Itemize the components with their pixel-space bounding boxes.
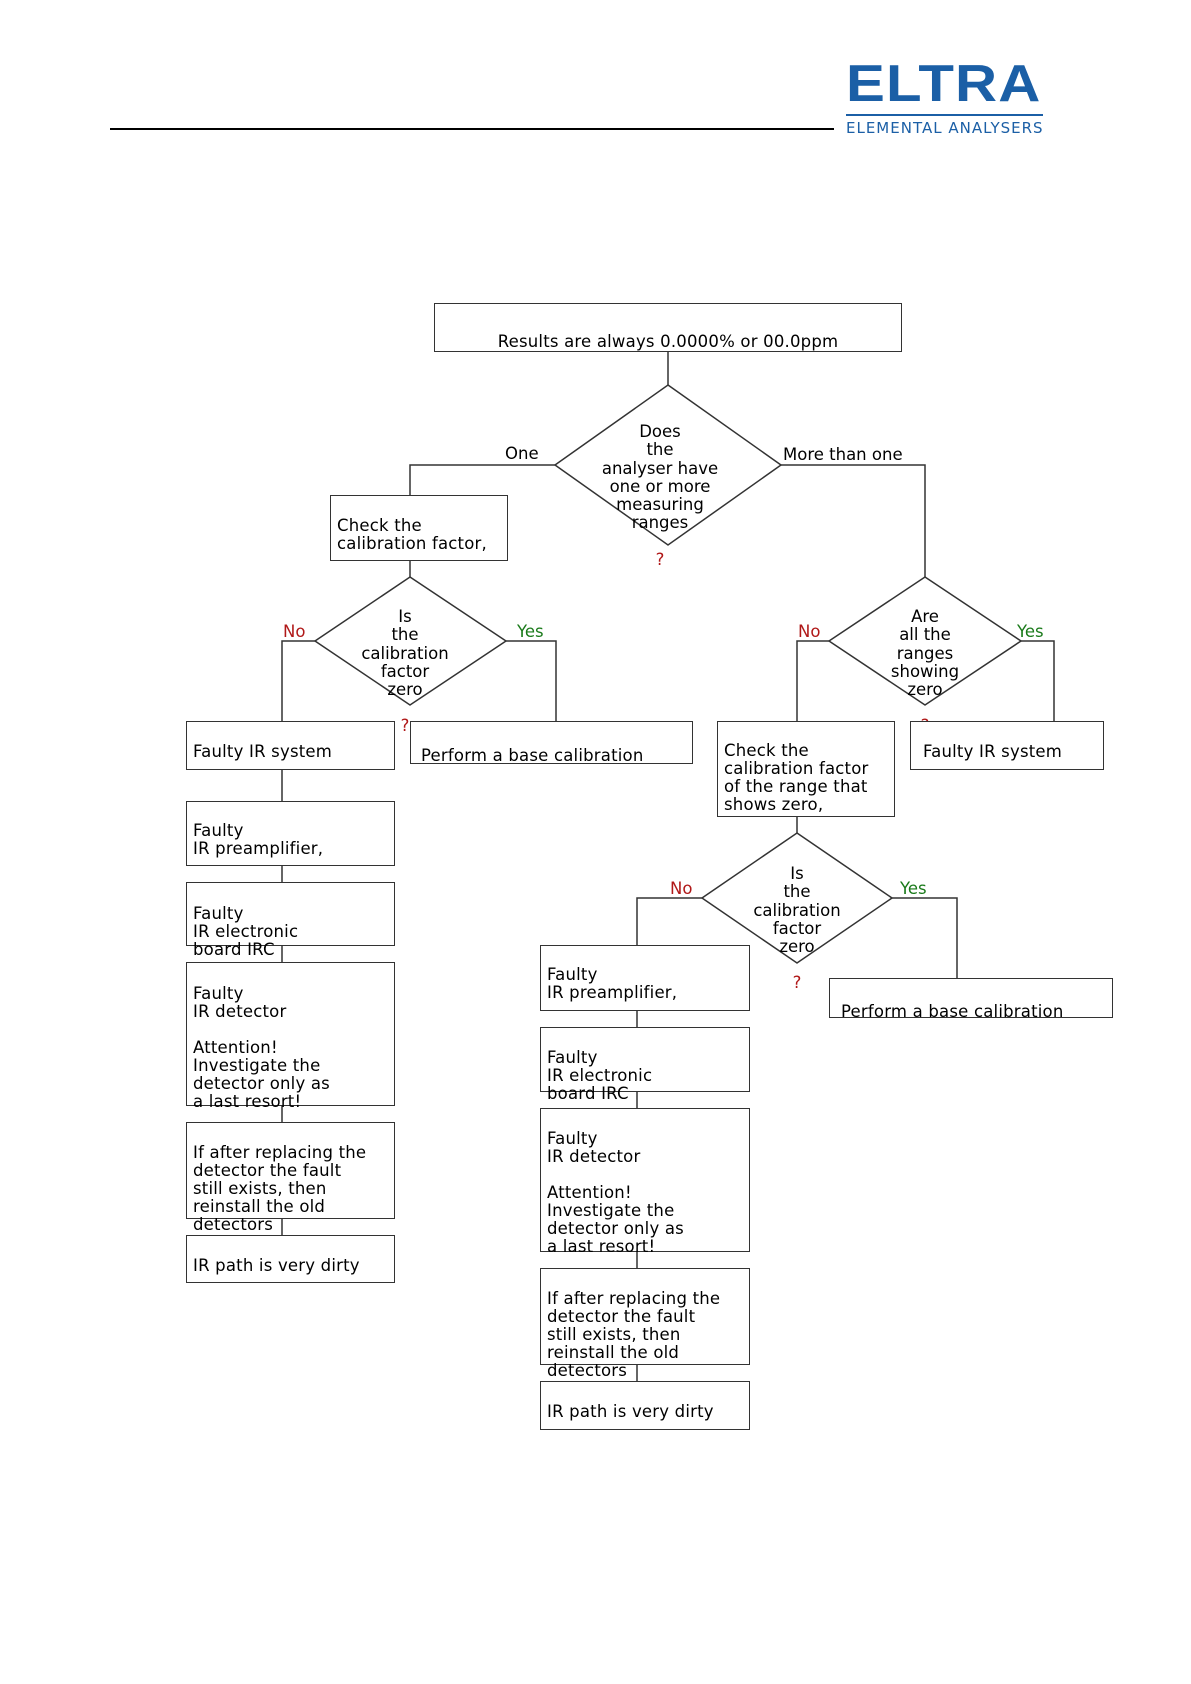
decision-left-cal-question: Is the calibration factor zero [361, 607, 449, 700]
right-step-text: If after replacing the detector the faul… [547, 1289, 721, 1380]
left-base-calibration-text: Perform a base calibration [421, 746, 644, 765]
left-step-text: Faulty IR electronic board IRC [193, 904, 299, 959]
decision-diamond-right-cal [700, 832, 894, 964]
left-step-text: Faulty IR detector Attention! Investigat… [193, 984, 330, 1111]
left-base-calibration-box: Perform a base calibration [410, 721, 693, 765]
start-text: Results are always 0.0000% or 00.0ppm [497, 332, 839, 351]
decision-all-ranges-question: Are all the ranges showing zero [890, 607, 960, 700]
left-no-label: No [283, 622, 306, 641]
check-calibration-box: Check the calibration factor, [330, 495, 508, 561]
connector [506, 640, 557, 721]
right-base-calibration-text: Perform a base calibration [841, 1002, 1064, 1021]
left-step-text: Faulty IR preamplifier, [193, 821, 324, 858]
right-step-text: Faulty IR preamplifier, [547, 965, 678, 1002]
right-no-label: No [798, 622, 821, 641]
start-box: Results are always 0.0000% or 00.0ppm [434, 303, 902, 352]
left-step-preamplifier: Faulty IR preamplifier, [186, 801, 395, 866]
question-mark: ? [655, 549, 665, 569]
decision-text-ranges: Does the analyser have one or more measu… [590, 405, 730, 569]
right-step-text: Faulty IR detector Attention! Investigat… [547, 1129, 684, 1256]
connector [892, 897, 958, 978]
question-mark: ? [792, 973, 802, 993]
right-cal-yes-label: Yes [900, 879, 927, 898]
check-range-calibration-text: Check the calibration factor of the rang… [724, 741, 869, 814]
connector [1021, 640, 1055, 721]
right-step-ir-path-dirty: IR path is very dirty [540, 1381, 750, 1430]
decision-ranges-question: Does the analyser have one or more measu… [601, 422, 719, 533]
decision-diamond-left-cal [313, 576, 508, 706]
connector [636, 897, 702, 945]
decision-diamond-ranges [553, 384, 783, 546]
left-step-faulty-ir-system: Faulty IR system [186, 721, 395, 770]
right-faulty-ir-system-box: Faulty IR system [910, 721, 1104, 770]
right-yes-label: Yes [1017, 622, 1044, 641]
check-range-calibration-box: Check the calibration factor of the rang… [717, 721, 895, 817]
right-faulty-ir-system-text: Faulty IR system [923, 742, 1063, 761]
right-step-detector: Faulty IR detector Attention! Investigat… [540, 1108, 750, 1256]
left-yes-label: Yes [517, 622, 544, 641]
logo-wordmark: ELTRA [846, 55, 1042, 113]
branch-one-label: One [505, 444, 539, 463]
decision-text-right-cal: Is the calibration factor zero ? [742, 847, 852, 993]
right-step-preamplifier: Faulty IR preamplifier, [540, 945, 750, 1011]
connector [781, 464, 926, 577]
decision-right-cal-question: Is the calibration factor zero [753, 864, 841, 957]
connector [409, 464, 555, 495]
decision-diamond-all-ranges [827, 576, 1023, 706]
left-step-reinstall: If after replacing the detector the faul… [186, 1122, 395, 1234]
connector [281, 640, 315, 721]
left-step-text: Faulty IR system [193, 742, 333, 761]
left-step-ir-path-dirty: IR path is very dirty [186, 1235, 395, 1283]
right-step-text: Faulty IR electronic board IRC [547, 1048, 653, 1103]
left-step-electronic-board: Faulty IR electronic board IRC [186, 882, 395, 959]
right-step-reinstall: If after replacing the detector the faul… [540, 1268, 750, 1380]
check-calibration-text: Check the calibration factor, [337, 516, 487, 553]
header-rule [110, 128, 834, 130]
connector [796, 640, 829, 721]
right-step-electronic-board: Faulty IR electronic board IRC [540, 1027, 750, 1103]
logo-underline [846, 114, 1043, 116]
left-step-text: IR path is very dirty [193, 1256, 360, 1275]
right-step-text: IR path is very dirty [547, 1402, 714, 1421]
left-step-text: If after replacing the detector the faul… [193, 1143, 367, 1234]
decision-text-left-cal: Is the calibration factor zero ? [350, 590, 460, 736]
eltra-logo: ELTRA ELEMENTAL ANALYSERS [846, 58, 1046, 137]
logo-subtitle: ELEMENTAL ANALYSERS [846, 119, 1044, 137]
question-mark: ? [400, 716, 410, 736]
right-cal-no-label: No [670, 879, 693, 898]
right-base-calibration-box: Perform a base calibration [829, 978, 1113, 1021]
decision-text-all-ranges: Are all the ranges showing zero ? [870, 590, 980, 736]
left-step-detector: Faulty IR detector Attention! Investigat… [186, 962, 395, 1111]
branch-more-label: More than one [783, 445, 903, 464]
